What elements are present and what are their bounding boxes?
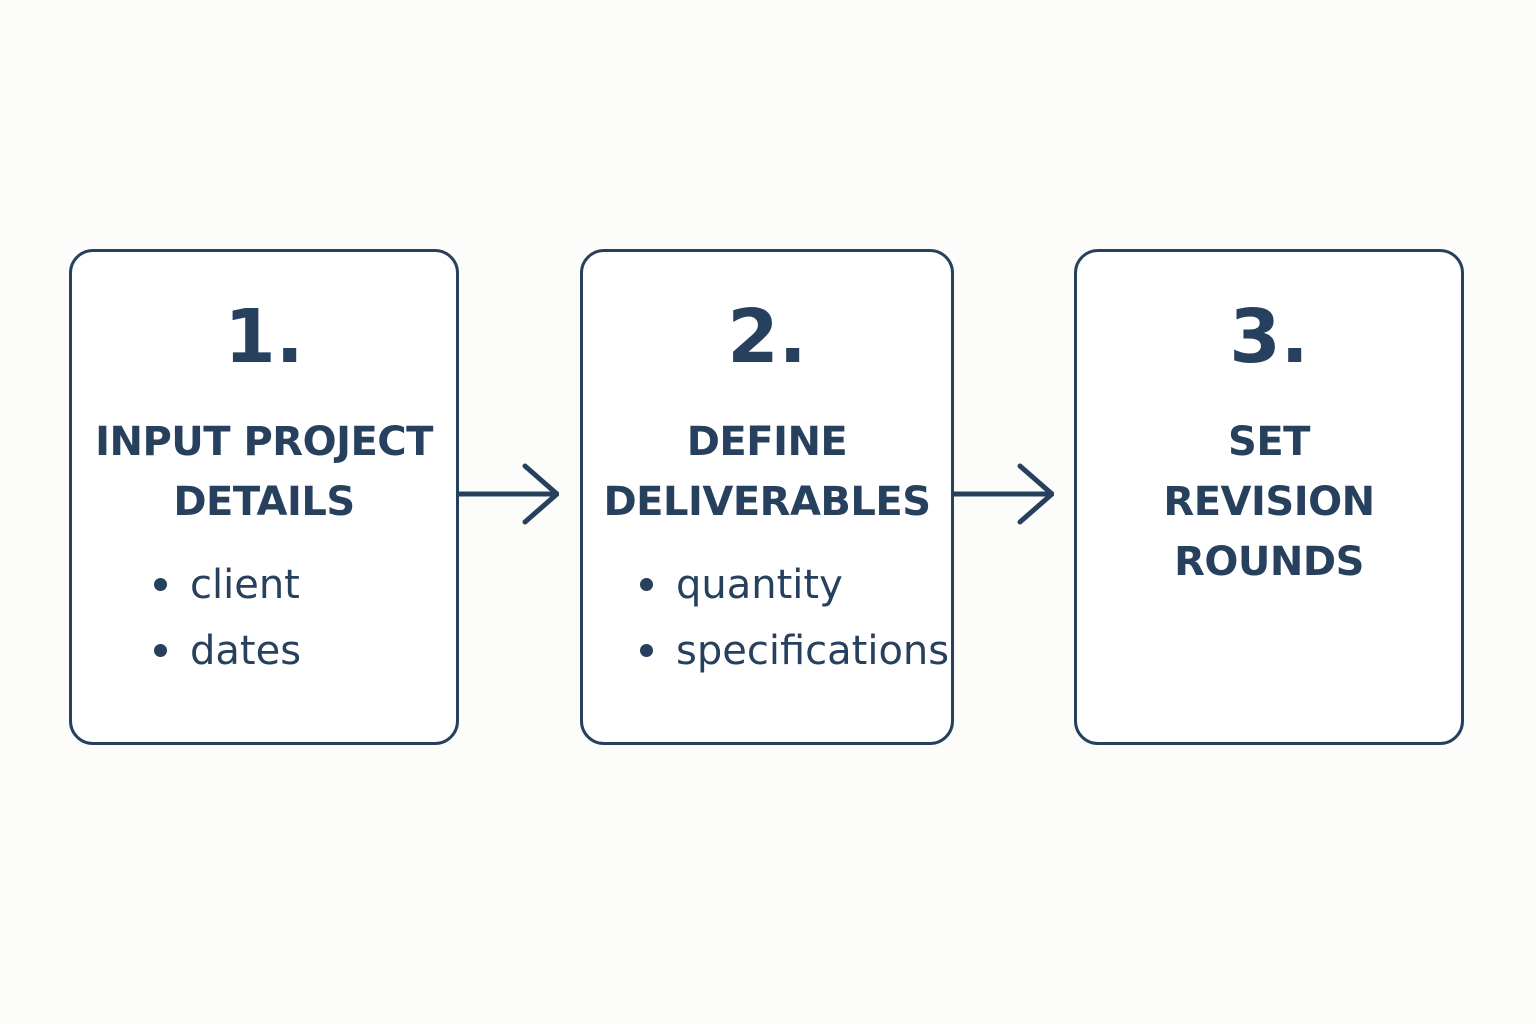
arrow-right-icon	[459, 463, 559, 525]
step-title-line: DEFINE	[686, 419, 848, 465]
bullet-dot-icon	[640, 578, 653, 591]
step-card-1: 1. INPUT PROJECT DETAILS client dates	[69, 249, 459, 745]
step-title-line: INPUT PROJECT	[95, 419, 433, 465]
bullet-text: specifications	[676, 628, 950, 674]
bullet-dot-icon	[154, 578, 167, 591]
step-bullet-list: client dates	[152, 552, 301, 684]
bullet-item: dates	[152, 618, 301, 684]
step-card-2: 2. DEFINE DELIVERABLES quantity specific…	[580, 249, 954, 745]
step-card-3: 3. SET REVISION ROUNDS	[1074, 249, 1464, 745]
step-number: 1.	[224, 294, 304, 380]
step-title: DEFINE DELIVERABLES	[583, 412, 951, 532]
bullet-text: client	[190, 562, 300, 608]
bullet-text: dates	[190, 628, 302, 674]
bullet-item: quantity	[638, 552, 949, 618]
bullet-dot-icon	[154, 644, 167, 657]
step-title-line: DETAILS	[173, 479, 355, 525]
step-title-line: REVISION	[1163, 479, 1375, 525]
step-title: SET REVISION ROUNDS	[1077, 412, 1461, 592]
arrow-right-icon	[954, 463, 1054, 525]
step-title-line: DELIVERABLES	[603, 479, 931, 525]
step-title: INPUT PROJECT DETAILS	[72, 412, 456, 532]
bullet-item: client	[152, 552, 301, 618]
step-number: 2.	[727, 294, 807, 380]
step-title-line: SET	[1228, 419, 1310, 465]
bullet-text: quantity	[676, 562, 843, 608]
bullet-item: specifications	[638, 618, 949, 684]
step-number: 3.	[1229, 294, 1309, 380]
step-title-line: ROUNDS	[1174, 539, 1364, 585]
bullet-dot-icon	[640, 644, 653, 657]
step-bullet-list: quantity specifications	[638, 552, 949, 684]
